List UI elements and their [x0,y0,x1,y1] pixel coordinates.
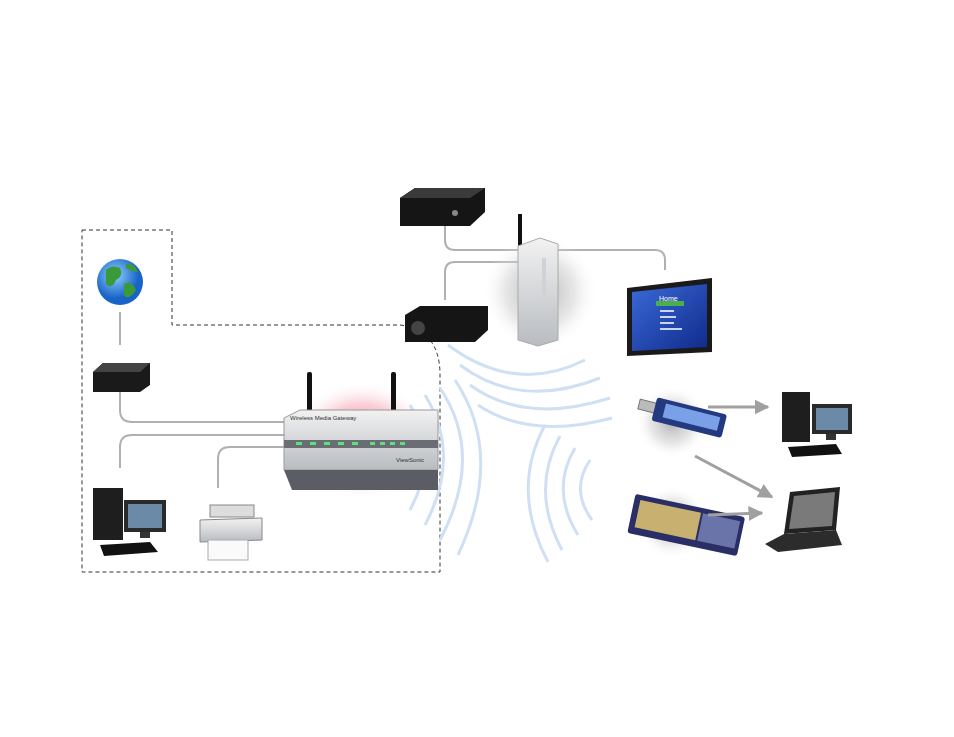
arrow [708,513,762,515]
paper-tray [210,505,254,517]
access-point-leds [542,258,546,298]
console-top [400,188,485,198]
projector [405,306,488,342]
monitor [812,404,852,434]
laptop [765,487,842,552]
wave [580,460,592,520]
arrow [695,456,772,497]
wave [440,388,463,540]
wires [120,226,665,488]
arrow [708,406,768,409]
card-body [627,494,745,556]
console-body [400,188,485,226]
keyboard [788,444,842,457]
wire [120,435,284,468]
desktop-computer [782,392,852,457]
laptop-screen [789,492,835,529]
router-led-bar [284,440,438,448]
tv-screen [632,284,707,351]
pc-card [627,494,745,556]
monitor [124,500,166,532]
wire [218,447,284,488]
access-point-body [518,238,558,346]
card-antenna [697,513,740,548]
globe-land [106,264,138,297]
pc-tower [93,488,123,540]
projector-lens [411,321,425,335]
monitor-screen [816,408,848,430]
wave [545,436,562,550]
lan-boundary [82,230,440,572]
game-console [400,188,485,226]
wave [478,405,612,426]
laptop-base [765,530,842,552]
wave [528,425,548,562]
router-body [284,410,438,470]
usb-body [651,397,727,438]
adapter-arrows [695,407,772,515]
laptop-lid [784,487,840,534]
wave [470,385,610,409]
wireless-waves [410,345,612,562]
tv-frame [627,278,712,356]
printer-body [200,518,262,542]
modem-body [93,363,150,392]
wave [460,365,600,391]
globe [97,259,143,305]
wire [119,312,121,345]
router-base [284,470,438,490]
router-leds [296,442,405,445]
pc-tower [782,392,810,442]
modem [93,363,150,392]
keyboard [100,542,158,556]
device-brand-text: Wireless Media Gateway [290,415,356,422]
modem-top [93,363,150,372]
monitor-screen [128,504,162,528]
wire [120,392,284,422]
usb-adapter [636,393,727,438]
console-button [452,210,458,216]
monitor-stand [826,434,836,440]
monitor-stand [140,532,150,538]
menu-items [660,310,682,330]
desktop-computer [93,488,166,556]
antenna [518,214,522,248]
screen-menu-title: Home [659,295,678,303]
wave [455,380,481,555]
wave [563,448,578,535]
card-label [635,500,701,540]
television [627,278,712,356]
internet-globe [97,259,143,305]
paper [208,540,248,560]
access-point-glow [482,234,598,350]
device-brand-text: ViewSonic [396,457,424,464]
router [284,372,438,490]
access-point [518,214,558,346]
printer [200,505,262,560]
projector-body [405,306,488,342]
